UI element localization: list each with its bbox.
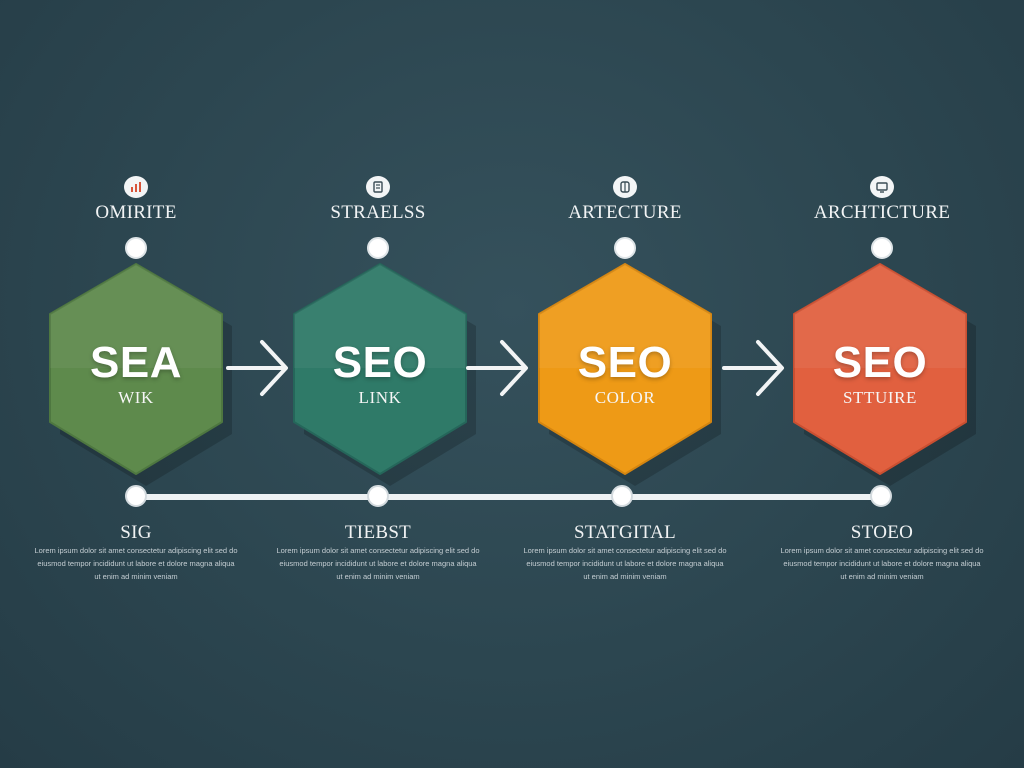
top-node [871,237,893,259]
hexagon-subtitle: COLOR [594,388,656,407]
stage-label: ARTECTURE [568,202,682,223]
stage-label: ARCHTICTURE [813,202,951,223]
stage-caption: TIEBST [344,522,412,543]
hexagon-shape [49,263,223,475]
stage-description: Lorem ipsum dolor sit amet consectetur a… [26,544,246,583]
document-icon [366,176,390,198]
stage-2: STRAELSS SEO LINK TIEBST Lorem ipsum dol… [258,0,498,768]
hexagon-subtitle: LINK [358,388,402,407]
hexagon-subtitle: STTUIRE [842,388,918,407]
stage-description: Lorem ipsum dolor sit amet consectetur a… [515,544,735,583]
stage-1: OMIRITE SEA WIK SIG Lorem ipsum dolor si… [16,0,256,768]
stage-hexagon: SEO COLOR [533,262,721,486]
stage-description: Lorem ipsum dolor sit amet consectetur a… [772,544,992,583]
description-line: Lorem ipsum dolor sit amet consectetur a… [780,546,984,555]
hexagon-title: SEO [332,338,428,387]
timeline-node [125,485,147,507]
monitor-icon [870,176,894,198]
stage-hexagon: SEA WIK [44,262,232,486]
stage-4: ARCHTICTURE SEO STTUIRE STOEO Lorem ipsu… [762,0,1002,768]
stage-label: STRAELSS [330,202,426,223]
hexagon-title: SEO [577,338,673,387]
stage-3: ARTECTURE SEO COLOR STATGITAL Lorem ipsu… [505,0,745,768]
stage-caption: STATGITAL [573,522,677,543]
layers-icon [613,176,637,198]
arrow-right-icon [722,328,786,408]
description-line: eiusmod tempor incididunt ut labore et d… [783,559,981,568]
top-node [367,237,389,259]
stage-caption: STOEO [850,522,914,543]
hexagon-shape [538,263,712,475]
description-line: ut enim ad minim veniam [583,572,667,581]
description-line: ut enim ad minim veniam [94,572,178,581]
description-line: eiusmod tempor incididunt ut labore et d… [526,559,724,568]
stage-description: Lorem ipsum dolor sit amet consectetur a… [268,544,488,583]
description-line: eiusmod tempor incididunt ut labore et d… [279,559,477,568]
timeline-node [611,485,633,507]
timeline-node [870,485,892,507]
description-line: Lorem ipsum dolor sit amet consectetur a… [276,546,480,555]
timeline-node [367,485,389,507]
stage-hexagon: SEO LINK [288,262,476,486]
timeline-line [136,494,882,500]
stage-hexagon: SEO STTUIRE [788,262,976,486]
hexagon-shape [793,263,967,475]
chart-icon [124,176,148,198]
description-line: ut enim ad minim veniam [840,572,924,581]
description-line: eiusmod tempor incididunt ut labore et d… [37,559,235,568]
arrow-right-icon [226,328,290,408]
description-line: ut enim ad minim veniam [336,572,420,581]
description-line: Lorem ipsum dolor sit amet consectetur a… [34,546,238,555]
stage-caption: SIG [120,522,152,543]
top-node [614,237,636,259]
hexagon-shape [293,263,467,475]
stage-label: OMIRITE [95,202,177,223]
top-node [125,237,147,259]
hexagon-title: SEO [832,338,928,387]
hexagon-title: SEA [90,338,182,387]
arrow-right-icon [466,328,530,408]
description-line: Lorem ipsum dolor sit amet consectetur a… [523,546,727,555]
hexagon-subtitle: WIK [118,388,154,407]
